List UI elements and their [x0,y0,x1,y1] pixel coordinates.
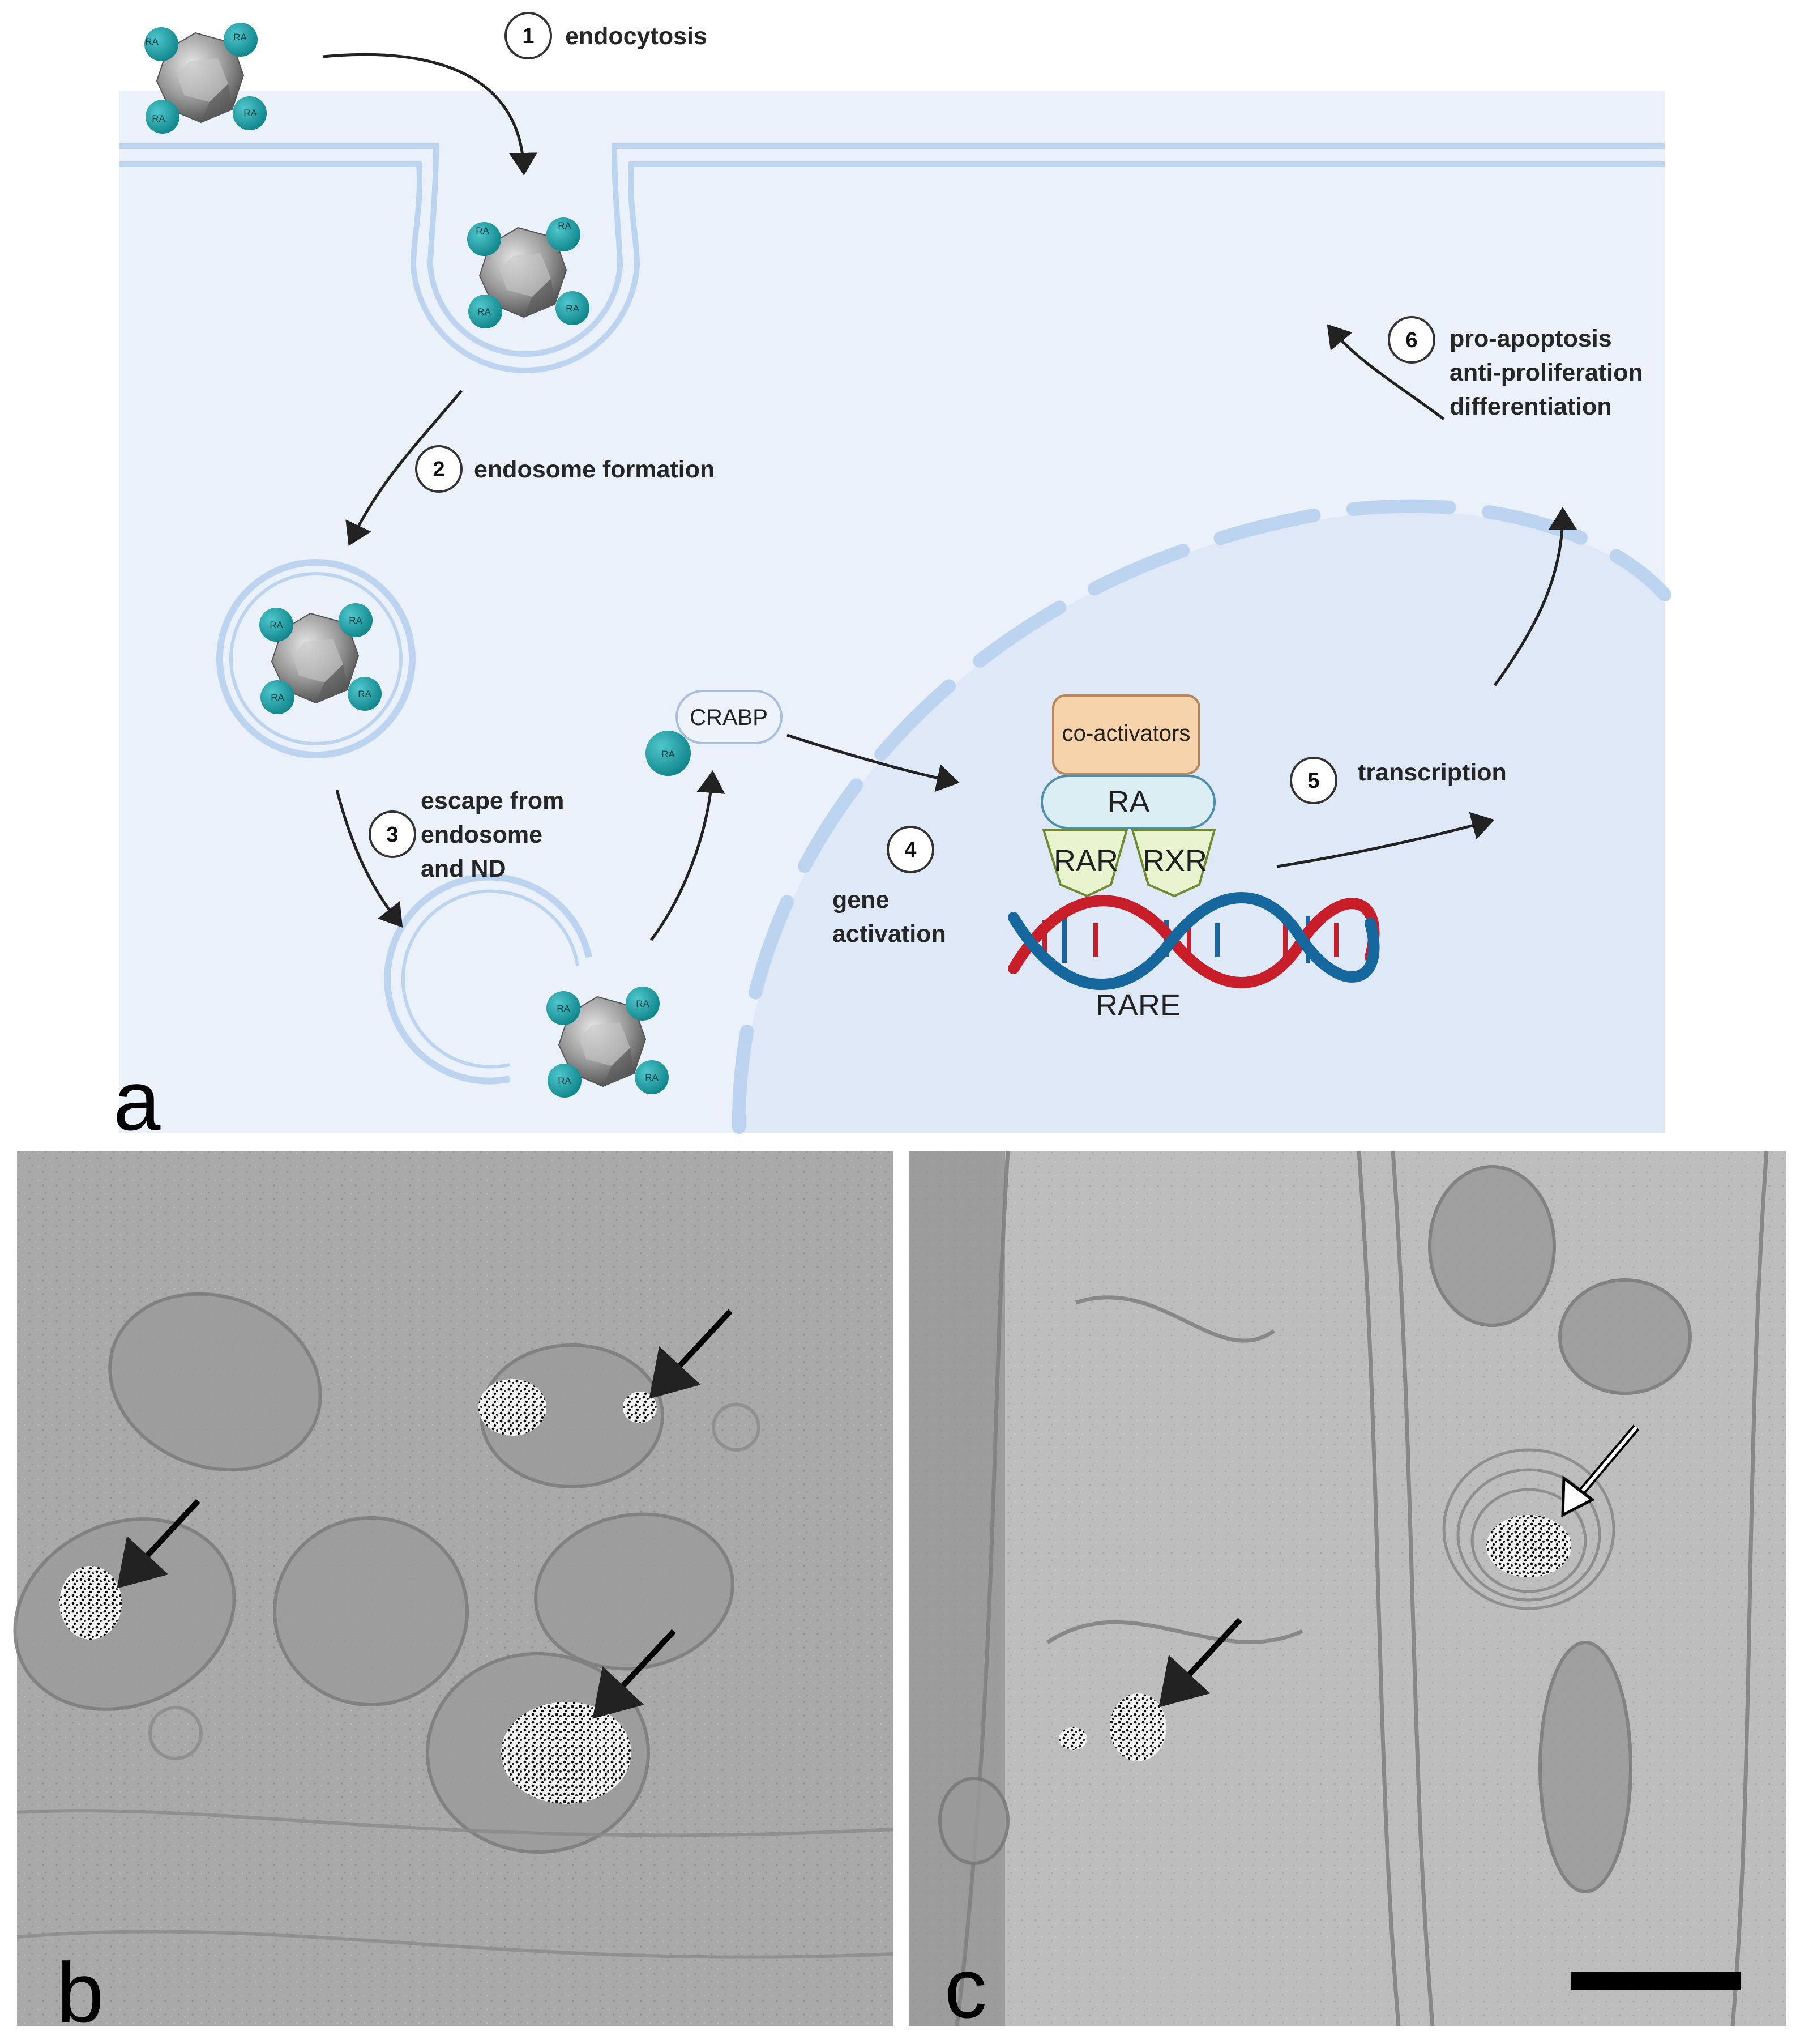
step-6: 6 pro-apoptosis anti-proliferation diffe… [1388,316,1643,420]
svg-text:2: 2 [433,458,444,481]
svg-text:RA: RA [557,1003,570,1014]
svg-text:RA: RA [661,749,675,759]
scale-bar [1571,1972,1741,1990]
svg-text:RA: RA [271,692,284,703]
svg-text:RA: RA [558,220,571,231]
svg-text:RA: RA [145,36,159,47]
svg-text:RA: RA [477,306,491,317]
svg-text:CRABP: CRABP [690,705,768,730]
svg-text:3: 3 [386,823,398,847]
svg-text:6: 6 [1405,328,1417,352]
panel-b-label: b [57,1945,104,2040]
svg-text:RA: RA [152,113,165,124]
pathway-arrows [322,53,1577,941]
svg-text:differentiation: differentiation [1450,393,1612,420]
svg-text:5: 5 [1307,769,1319,793]
ra-bead-labels: RA RA RA RA RA RA RA RA RA RA RA RA RA R… [145,32,659,1086]
svg-text:RA: RA [243,108,257,118]
svg-text:endosome: endosome [421,821,542,848]
svg-text:RA: RA [636,998,649,1009]
nanodiamond-clusters [59,1379,657,1804]
svg-text:RXR: RXR [1143,844,1207,878]
rare-label: RARE [1096,988,1181,1022]
arrow-markers [117,1309,733,1719]
svg-text:4: 4 [904,838,916,862]
rxr-receptor [1131,829,1216,898]
svg-text:co-activators: co-activators [1062,721,1191,746]
svg-text:RA: RA [233,32,247,42]
svg-text:1: 1 [522,24,534,48]
svg-text:RA: RA [558,1076,571,1086]
coactivators-box [1052,694,1200,775]
ra-box [1041,775,1216,829]
transcription-complex: co-activators RA RAR RXR [1041,694,1216,898]
panel-a-label: a [113,1053,161,1148]
step-5: 5 transcription [1290,757,1507,804]
svg-text:RA: RA [645,1072,659,1083]
svg-text:RA: RA [566,303,579,314]
svg-text:activation: activation [832,920,946,948]
svg-text:endocytosis: endocytosis [565,23,707,50]
svg-text:escape from: escape from [421,787,564,814]
svg-text:RA: RA [270,620,283,630]
nanodiamond-clusters [1059,1515,1571,1761]
panel-b-micrograph: b [13,1151,893,2040]
step-1: 1 endocytosis [504,12,707,59]
svg-text:endosome formation: endosome formation [474,456,715,483]
svg-text:and ND: and ND [421,855,506,882]
dna-helix [1008,892,1380,990]
svg-text:gene: gene [832,886,889,914]
svg-text:RA: RA [1107,785,1149,819]
arrow-markers [1158,1424,1640,1708]
step-3: 3 escape from endosome and ND [369,787,564,882]
panel-a: RA RA RA RA RA RA RA RA RA RA RA RA RA R… [113,12,1671,1148]
step-2: 2 endosome formation [415,445,715,493]
svg-text:anti-proliferation: anti-proliferation [1450,359,1643,386]
panel-c-micrograph: c [909,1150,1786,2036]
rar-receptor [1042,829,1128,898]
endosome [216,559,416,758]
svg-text:RAR: RAR [1054,844,1118,878]
svg-text:RA: RA [349,615,362,626]
plasma-membrane [119,143,1665,373]
svg-text:transcription: transcription [1358,759,1507,786]
crabp-ra-complex: CRABP RA [645,690,783,776]
svg-text:RA: RA [358,689,371,699]
panel-c-label: c [944,1940,987,2036]
broken-endosome [384,873,592,1085]
svg-text:pro-apoptosis: pro-apoptosis [1450,325,1612,352]
svg-text:RA: RA [476,225,489,236]
step-4: 4 gene activation [832,826,946,948]
